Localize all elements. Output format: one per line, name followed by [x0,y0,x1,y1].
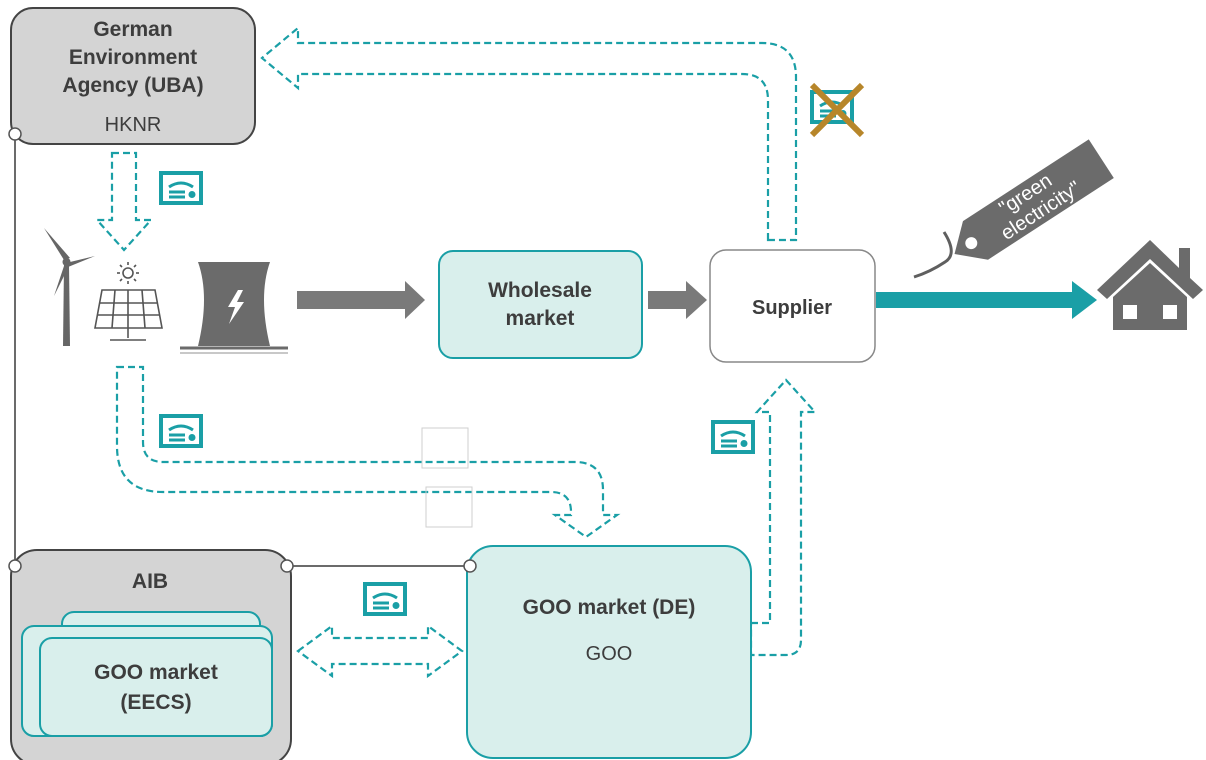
arrow-supplier-to-house [876,281,1097,319]
wholesale-market-box [438,250,643,359]
goo-de-title: GOO market (DE) [523,596,696,619]
goo-eecs-line-2: (EECS) [120,691,191,714]
certificate-icon [711,420,755,454]
arrow-goo-de-to-supplier [749,378,818,657]
arrow-generators-to-goo-de [115,365,621,539]
price-tag-icon: "green electricity" [913,139,1114,279]
certificate-icon [159,414,203,448]
aib-title: AIB [132,570,168,593]
wind-turbine-icon [44,228,95,346]
connector-dot [8,559,22,573]
uba-title-line-1: German [93,18,172,41]
goo-market-de-box [466,545,752,759]
supplier-label: Supplier [752,297,832,319]
placeholder-box-bottom [425,486,473,528]
uba-registry: HKNR [105,114,162,136]
solar-panel-icon [94,262,163,341]
crossed-certificate-icon [809,82,865,138]
arrow-generators-to-wholesale [297,281,425,319]
certificate-icon [363,582,407,616]
goo-de-subtitle: GOO [586,643,633,665]
wholesale-label-line-2: market [506,307,575,330]
power-plant-icon [180,262,288,354]
arrow-wholesale-to-supplier [648,281,707,319]
wholesale-label-line-1: Wholesale [488,279,592,302]
house-icon [1097,240,1203,330]
connector-dot [280,559,294,573]
arrow-uba-to-generators [94,151,154,252]
uba-box [10,7,256,145]
goo-eecs-card-front [39,637,273,737]
connector-dot [463,559,477,573]
uba-title-line-3: Agency (UBA) [62,74,203,97]
arrow-aib-goo-de-exchange [296,623,464,679]
goo-eecs-line-1: GOO market [94,661,218,684]
arrow-supplier-to-uba [260,25,798,242]
placeholder-box-top [421,427,469,469]
uba-title-line-2: Environment [69,46,197,69]
certificate-icon [159,171,203,205]
connector-dot [8,127,22,141]
supplier-box [709,249,876,363]
